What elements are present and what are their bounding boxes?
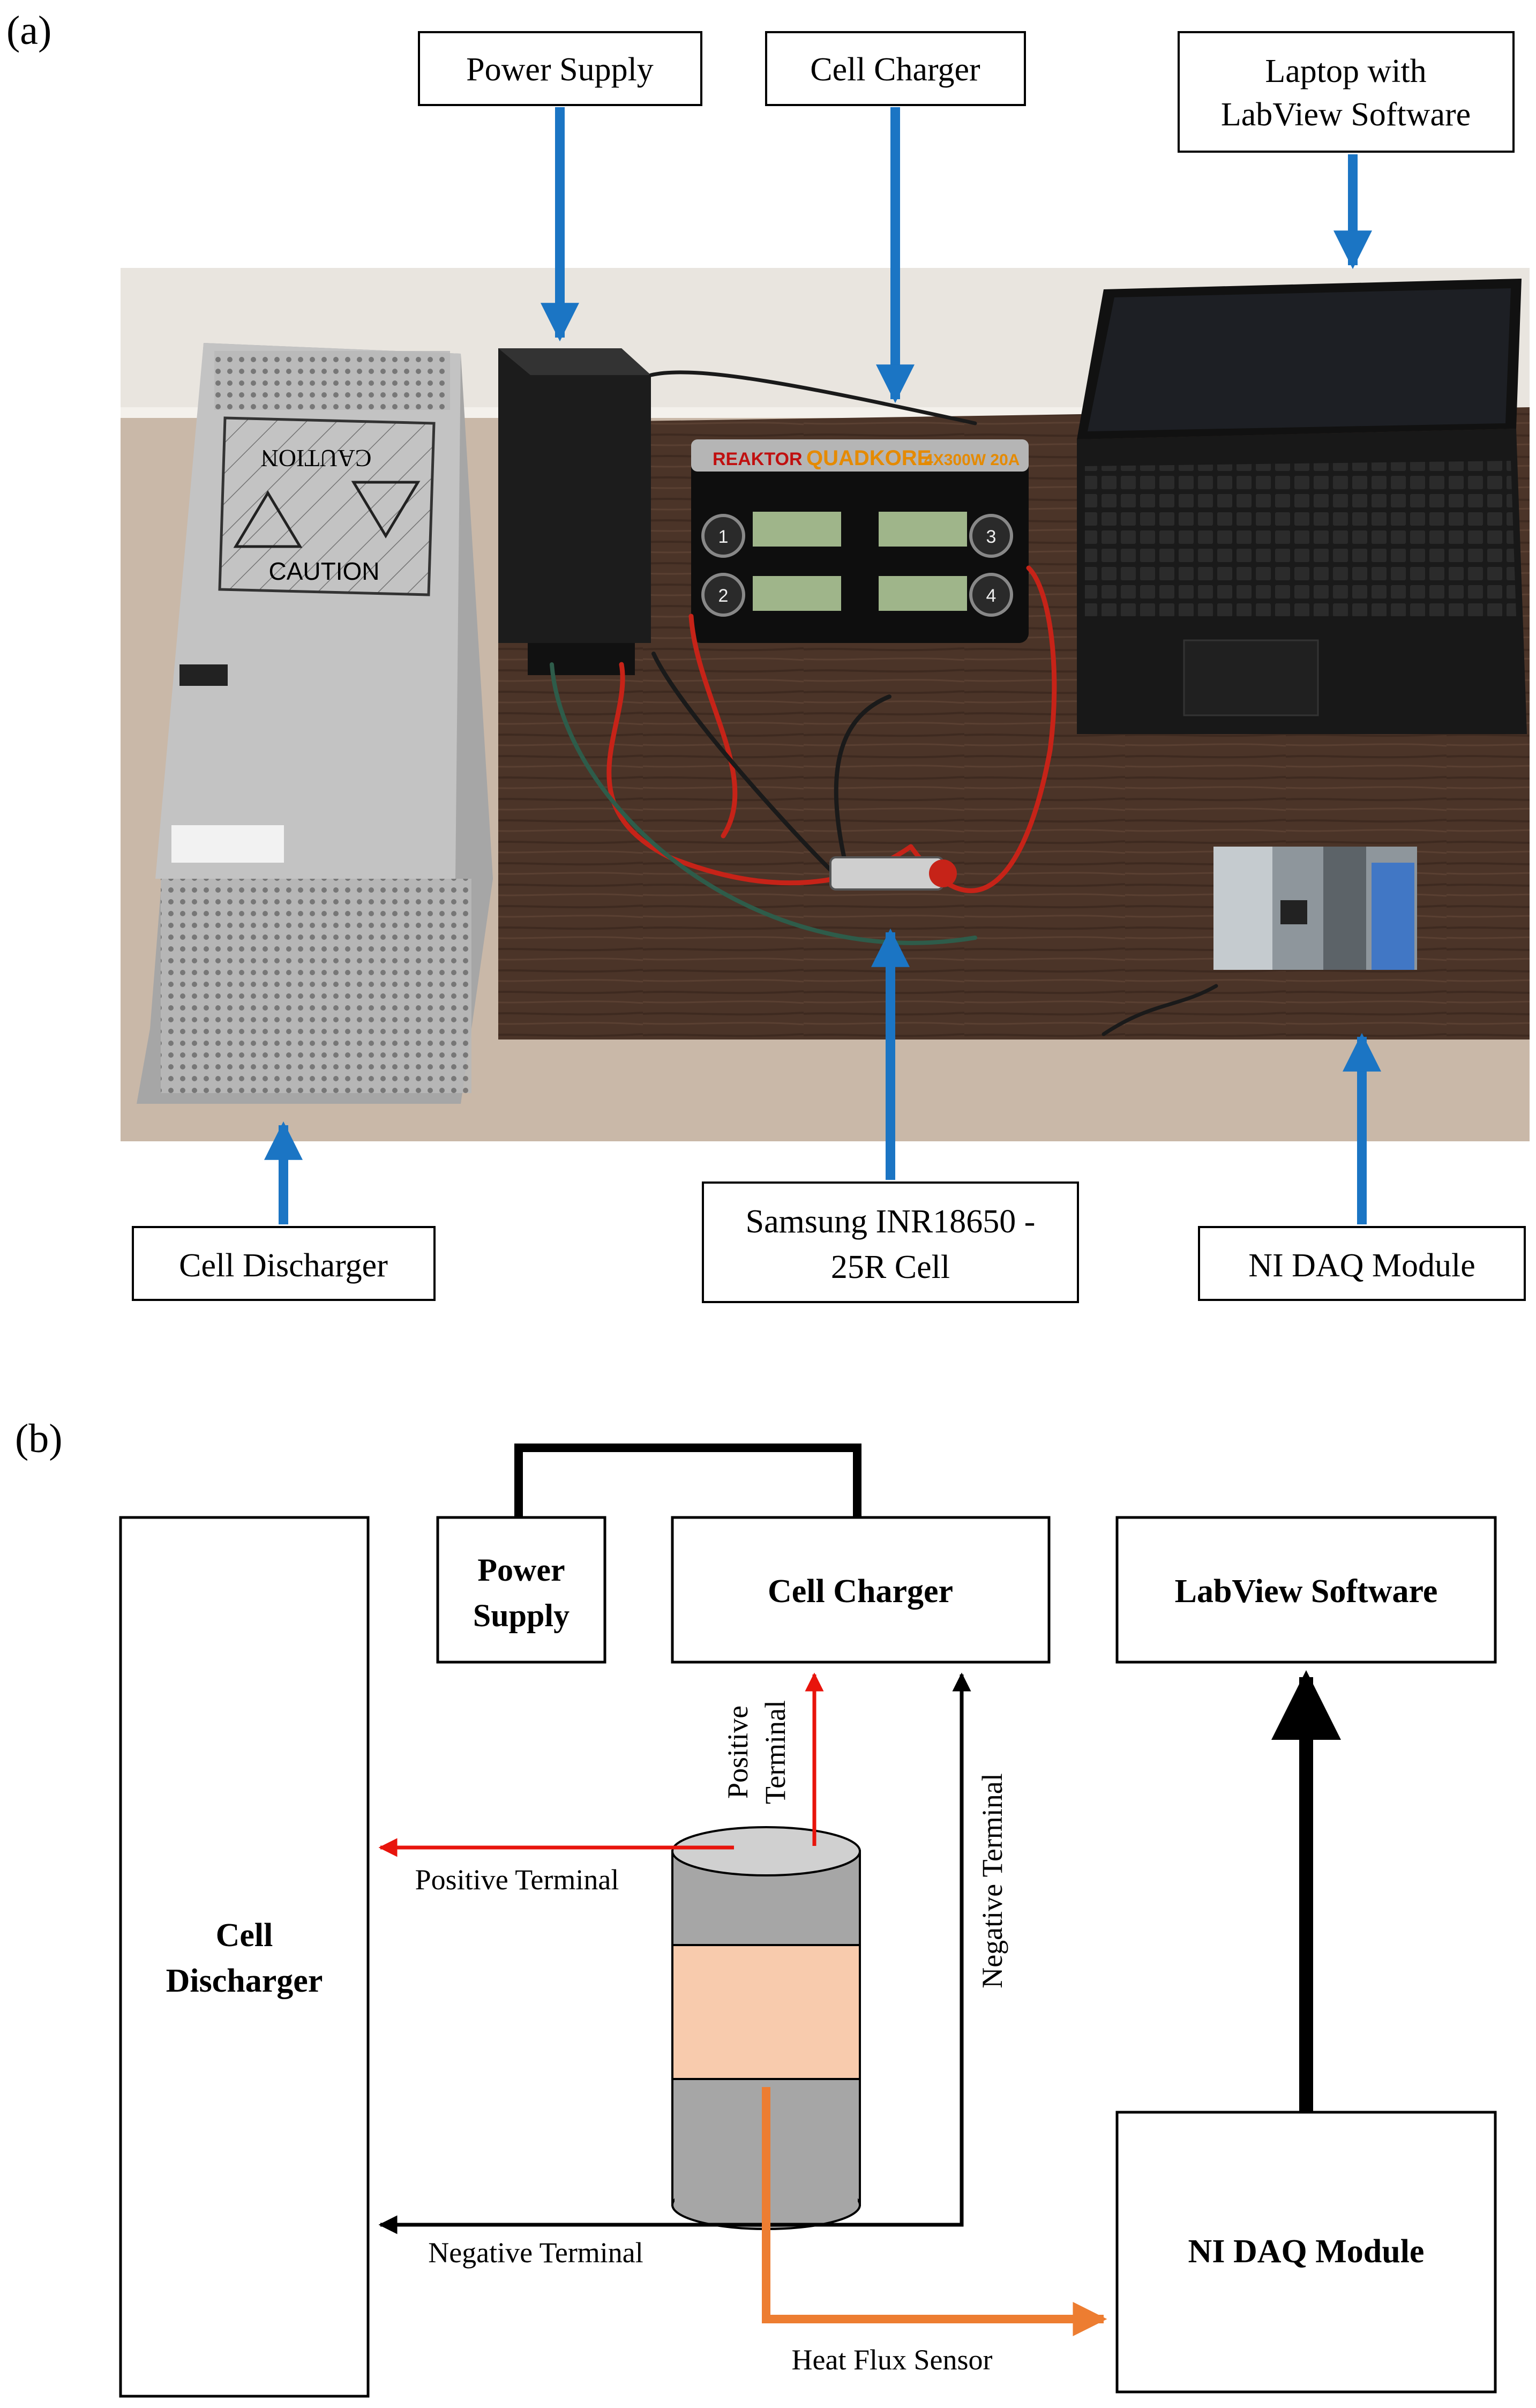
laptop <box>1077 279 1527 734</box>
box-labview-label: LabView Software <box>1175 1573 1438 1610</box>
box-power-supply: Power Supply <box>436 1516 606 1664</box>
charger-lcd-1 <box>753 512 841 547</box>
box-cell-discharger-line1: Cell <box>216 1917 273 1954</box>
box-power-supply-line1: Power <box>477 1552 565 1588</box>
label-heat-flux-sensor: Heat Flux Sensor <box>792 2344 993 2376</box>
label-ni-daq: NI DAQ Module <box>1248 1247 1475 1284</box>
power-supply-unit <box>498 348 651 675</box>
samsung-cell-holder <box>829 856 957 891</box>
channel-number-1: 1 <box>718 527 729 547</box>
label-power-supply: Power Supply <box>466 51 654 88</box>
box-ni-daq: NI DAQ Module <box>1115 2111 1497 2394</box>
label-laptop-line2: LabView Software <box>1221 96 1471 133</box>
callout-samsung-cell: Samsung INR18650 - 25R Cell <box>702 1181 1079 1303</box>
channel-dial-2 <box>701 573 745 617</box>
charger-lcd-2 <box>753 576 841 611</box>
callout-cell-discharger: Cell Discharger <box>132 1226 436 1301</box>
box-labview: LabView Software <box>1115 1516 1497 1664</box>
label-cell-discharger: Cell Discharger <box>179 1247 388 1284</box>
channel-number-4: 4 <box>986 586 996 606</box>
charger-brand-reaktor: REAKTOR <box>713 449 803 469</box>
laptop-touchpad <box>1183 639 1319 716</box>
channel-dial-1 <box>701 514 745 558</box>
caution-text-bottom: CAUTION <box>269 557 380 585</box>
discharger-sticker <box>171 825 284 863</box>
discharger-tape <box>179 664 228 686</box>
hot-surface-warning-icon-2 <box>351 481 421 539</box>
label-samsung-line1: Samsung INR18650 - <box>746 1203 1036 1240</box>
callout-power-supply: Power Supply <box>418 31 702 106</box>
label-positive-terminal-discharger: Positive Terminal <box>415 1864 619 1896</box>
ni-daq-unit <box>1213 847 1417 970</box>
cell-top <box>671 1826 861 1876</box>
hot-surface-warning-icon <box>233 490 303 548</box>
box-cell-discharger-line2: Discharger <box>166 1963 323 1999</box>
box-ni-daq-label: NI DAQ Module <box>1188 2233 1425 2270</box>
cell-charger-unit: REAKTOR QUADKORE 4X300W 20A 1 2 3 4 <box>691 439 1029 643</box>
caution-text-top: CAUTION <box>261 445 372 472</box>
arrow-heat-flux-sensor <box>762 2087 1107 2336</box>
callout-arrows <box>264 107 1381 1224</box>
label-laptop-line1: Laptop with <box>1265 53 1426 89</box>
label-cell-charger: Cell Charger <box>810 51 980 88</box>
battery-cell <box>671 1826 861 2230</box>
callout-cell-charger: Cell Charger <box>765 31 1026 106</box>
box-cell-charger-label: Cell Charger <box>768 1573 953 1610</box>
charger-lcd-4 <box>879 576 967 611</box>
channel-dial-4 <box>969 573 1013 617</box>
negative-connections <box>378 1672 971 2234</box>
discharger-lower-grill <box>161 879 471 1093</box>
box-power-supply-line2: Supply <box>473 1598 570 1633</box>
charger-brand-quadkore: QUADKORE <box>806 446 931 470</box>
box-cell-discharger: Cell Discharger <box>119 1516 370 2398</box>
power-link-line <box>514 1444 861 1517</box>
label-negative-terminal-discharger: Negative Terminal <box>428 2237 643 2269</box>
charger-brand-rating: 4X300W 20A <box>924 451 1020 469</box>
cell-discharger-unit: CAUTION CAUTION <box>137 343 493 1104</box>
arrow-negative-to-charger <box>766 1672 971 2227</box>
channel-number-2: 2 <box>718 586 729 606</box>
label-positive-terminal-charger-line2: Terminal <box>759 1700 791 1804</box>
box-cell-charger: Cell Charger <box>671 1516 1051 1664</box>
cell-band <box>671 1944 861 2080</box>
panel-b-letter: (b) <box>15 1416 63 1461</box>
label-positive-terminal-charger-line1: Positive <box>722 1706 754 1799</box>
panel-a-letter: (a) <box>6 8 51 53</box>
photo: CAUTION CAUTION REAKTOR QUADKORE 4X300W … <box>121 268 1530 1141</box>
charger-lcd-3 <box>879 512 967 547</box>
positive-connections <box>378 1672 824 1857</box>
label-samsung-line2: 25R Cell <box>831 1249 950 1285</box>
callout-laptop: Laptop with LabView Software <box>1178 31 1515 153</box>
channel-dial-3 <box>969 514 1013 558</box>
callout-ni-daq: NI DAQ Module <box>1198 1226 1526 1301</box>
channel-number-3: 3 <box>986 527 996 547</box>
label-negative-terminal-charger: Negative Terminal <box>976 1773 1008 1988</box>
